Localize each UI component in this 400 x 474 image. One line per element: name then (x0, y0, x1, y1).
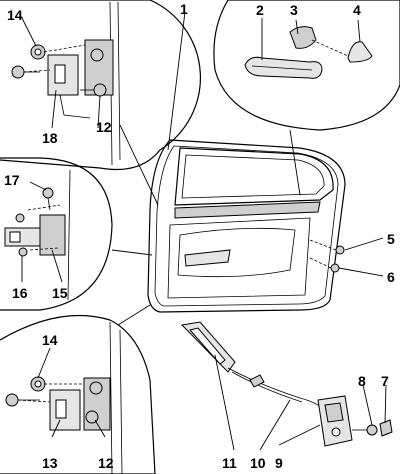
callout-10: 10 (250, 455, 266, 471)
callout-13: 13 (42, 455, 58, 471)
inner-handle-assembly (180, 321, 323, 409)
callout-2: 2 (256, 2, 264, 18)
callout-1: 1 (180, 1, 188, 17)
handle-detail (213, 0, 400, 131)
callout-5: 5 (387, 231, 395, 247)
callout-8: 8 (358, 373, 366, 389)
callout-12-lower: 12 (98, 455, 114, 471)
callout-4: 4 (353, 2, 361, 18)
upper-hinge-detail (0, 0, 201, 171)
bolt-icon (366, 424, 378, 436)
callout-12-upper: 12 (96, 119, 112, 135)
callout-18: 18 (42, 130, 58, 146)
callout-16: 16 (12, 285, 28, 301)
callout-3: 3 (290, 2, 298, 18)
callout-14-lower: 14 (42, 332, 58, 348)
lower-hinge-detail (0, 314, 156, 474)
handle-cap (347, 41, 373, 63)
callout-15: 15 (52, 285, 68, 301)
door-check-detail (0, 157, 113, 311)
callout-7: 7 (381, 373, 389, 389)
bolt-icon (93, 83, 107, 97)
door-lock (317, 395, 393, 447)
callout-11: 11 (222, 455, 237, 471)
handle-bracket (289, 26, 317, 49)
rear-door (111, 124, 346, 326)
callout-9: 9 (275, 455, 283, 471)
callout-17: 17 (4, 172, 20, 188)
callout-14-upper: 14 (7, 7, 23, 23)
callout-6: 6 (387, 269, 395, 285)
